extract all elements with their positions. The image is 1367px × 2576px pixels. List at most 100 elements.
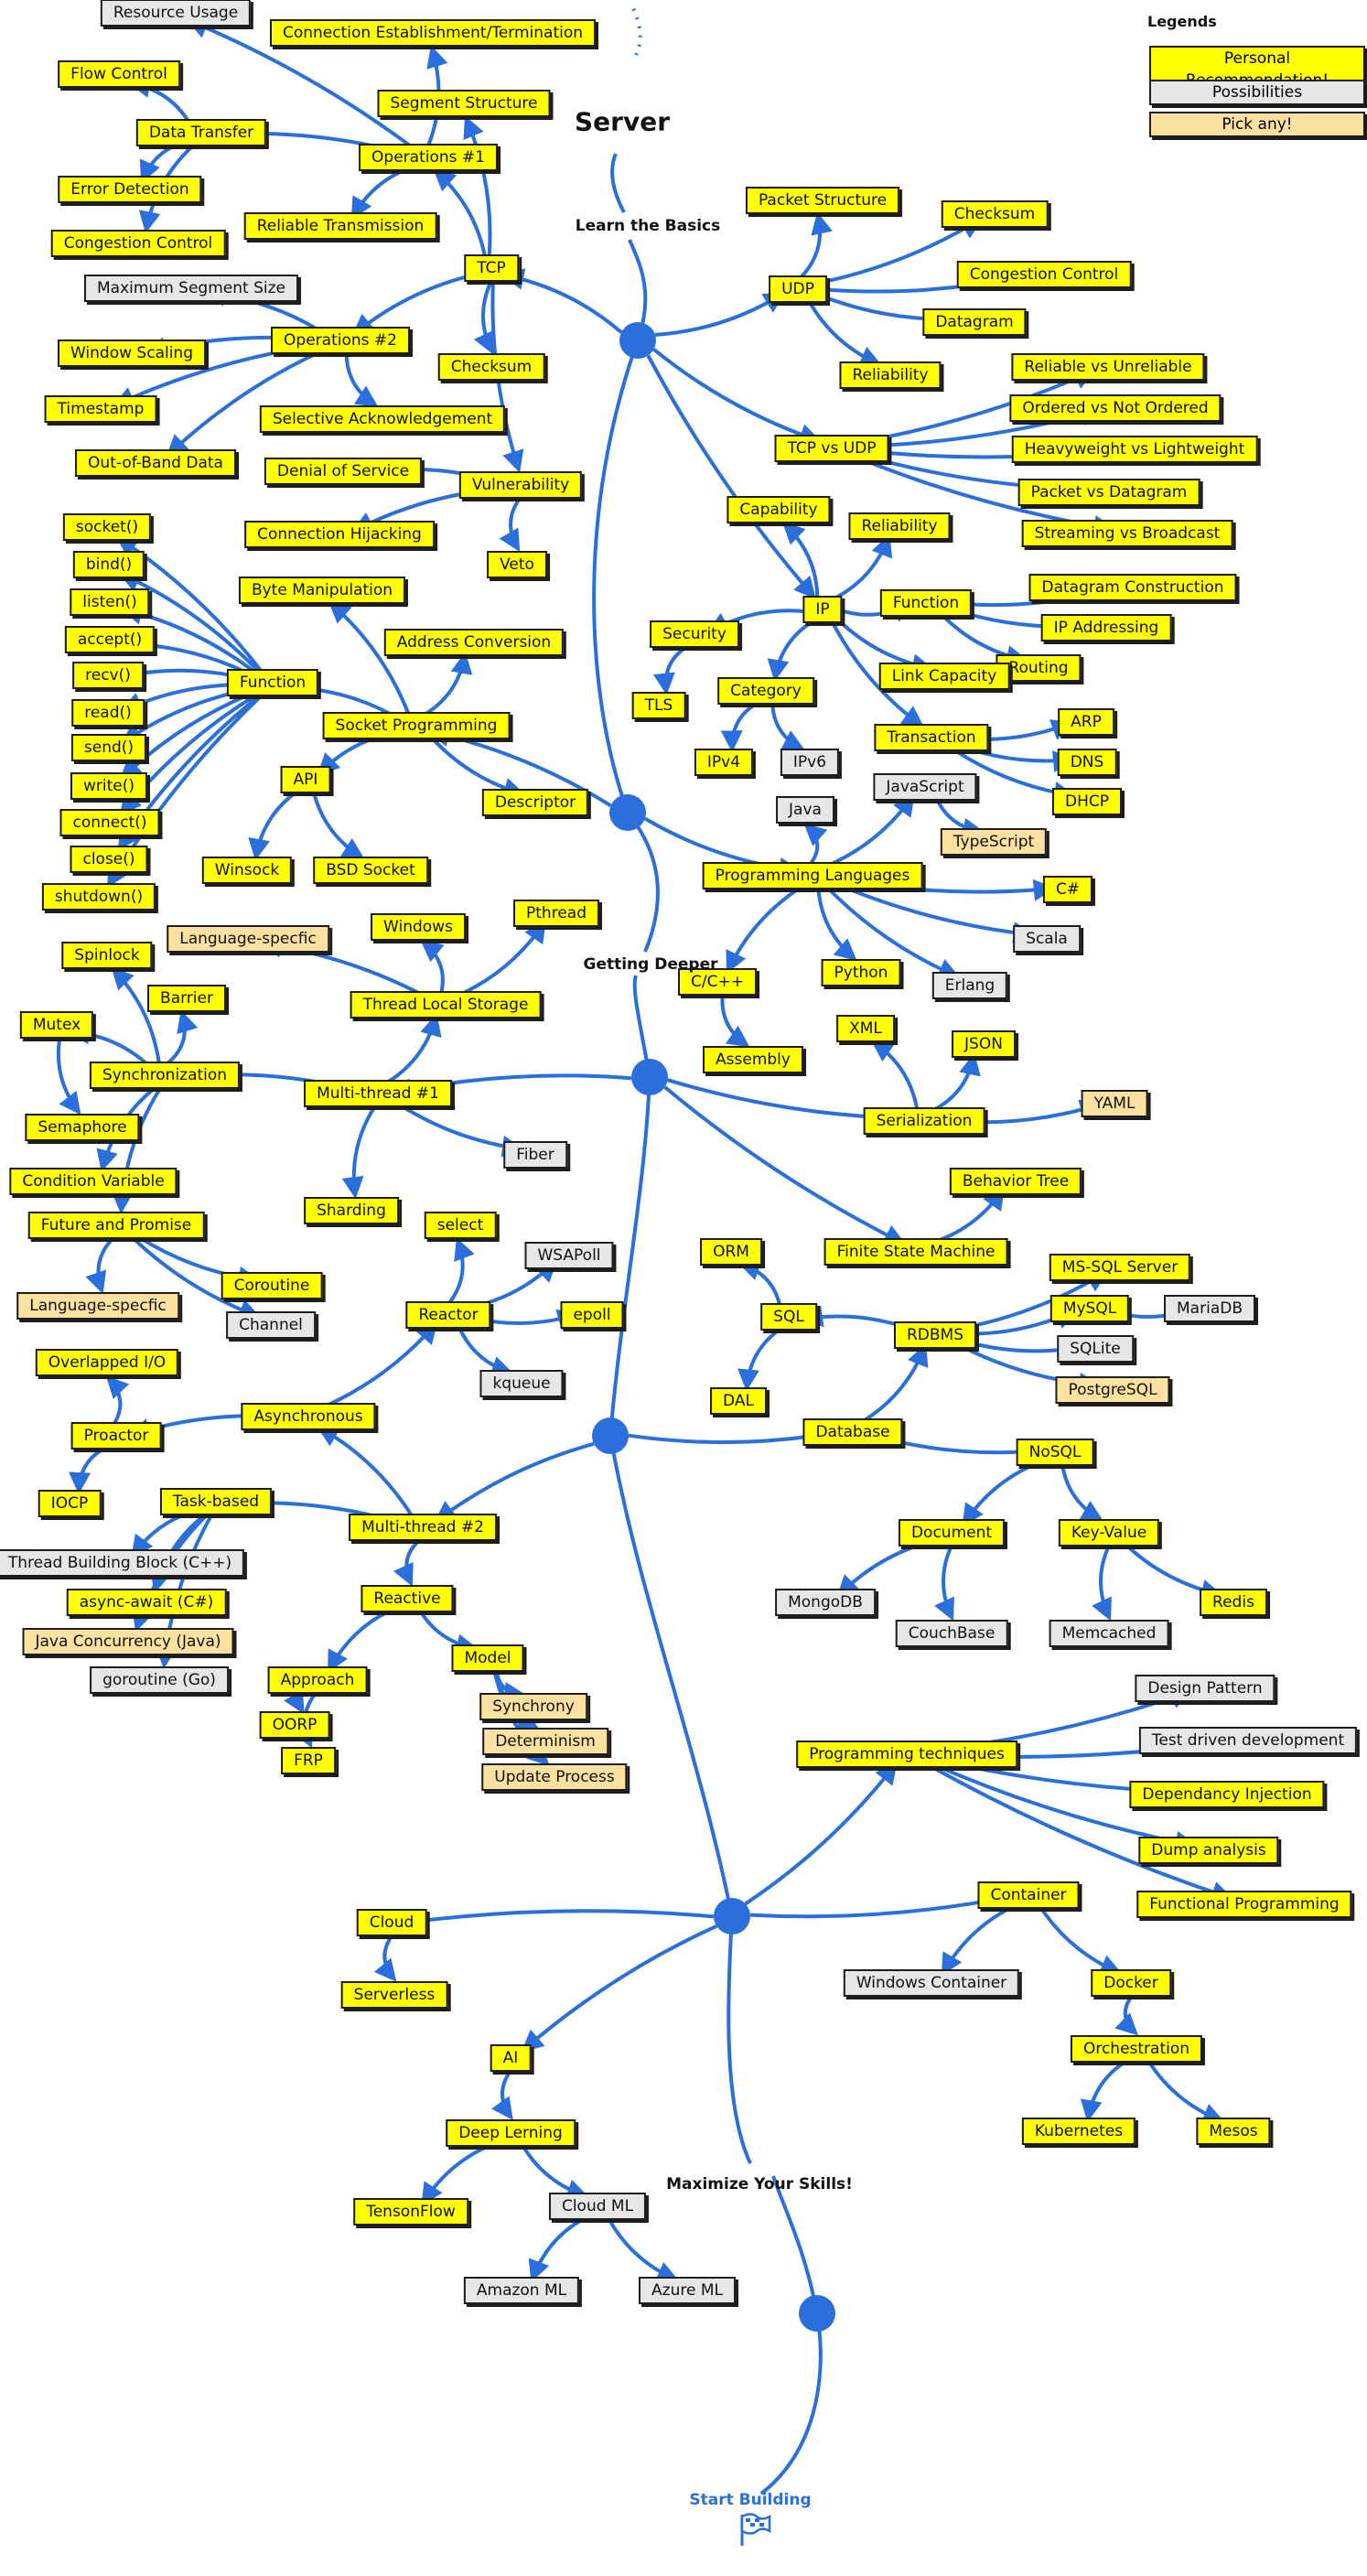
node-mutex[interactable]: Mutex xyxy=(19,1011,94,1039)
node-design-pattern[interactable]: Design Pattern xyxy=(1135,1675,1276,1702)
node-packet-structure[interactable]: Packet Structure xyxy=(745,187,900,214)
node-synchronization[interactable]: Synchronization xyxy=(89,1062,241,1089)
node-java-concurrency[interactable]: Java Concurrency (Java) xyxy=(22,1628,234,1655)
node-dns[interactable]: DNS xyxy=(1057,749,1117,776)
node-c-cpp[interactable]: C/C++ xyxy=(678,968,757,996)
node-capability[interactable]: Capability xyxy=(727,496,831,523)
node-frp[interactable]: FRP xyxy=(281,1747,336,1774)
node-segment-structure[interactable]: Segment Structure xyxy=(377,90,551,117)
node-determinism[interactable]: Determinism xyxy=(482,1728,608,1755)
node-fsm[interactable]: Finite State Machine xyxy=(823,1238,1008,1266)
node-approach[interactable]: Approach xyxy=(267,1666,368,1694)
node-heavy-light[interactable]: Heavyweight vs Lightweight xyxy=(1011,436,1258,463)
node-async-await[interactable]: async-await (C#) xyxy=(66,1589,227,1616)
node-bsd-socket[interactable]: BSD Socket xyxy=(313,857,428,884)
node-mysql[interactable]: MySQL xyxy=(1049,1295,1130,1322)
node-asynchronous[interactable]: Asynchronous xyxy=(241,1403,376,1430)
node-recv-fn[interactable]: recv() xyxy=(72,662,144,689)
node-ops1[interactable]: Operations #1 xyxy=(359,144,498,171)
node-ip[interactable]: IP xyxy=(802,596,843,623)
node-data-transfer[interactable]: Data Transfer xyxy=(135,119,267,146)
node-goroutine[interactable]: goroutine (Go) xyxy=(90,1666,229,1694)
node-error-detection[interactable]: Error Detection xyxy=(58,176,202,203)
node-addr-conv[interactable]: Address Conversion xyxy=(383,629,565,656)
node-update-process[interactable]: Update Process xyxy=(481,1763,628,1791)
node-security[interactable]: Security xyxy=(650,620,739,648)
node-category[interactable]: Category xyxy=(717,677,814,705)
node-database[interactable]: Database xyxy=(802,1418,903,1446)
node-language-specific-tls[interactable]: Language-specfic xyxy=(167,925,329,953)
node-windows-container[interactable]: Windows Container xyxy=(843,1969,1020,1997)
node-arp[interactable]: ARP xyxy=(1058,708,1114,736)
node-accept-fn[interactable]: accept() xyxy=(64,626,156,653)
node-select[interactable]: select xyxy=(424,1212,497,1239)
node-veto[interactable]: Veto xyxy=(487,551,547,578)
node-task-based[interactable]: Task-based xyxy=(159,1488,273,1515)
node-vulnerability[interactable]: Vulnerability xyxy=(458,471,583,499)
node-checksum-tcp[interactable]: Checksum xyxy=(437,353,545,381)
node-datagram-construction[interactable]: Datagram Construction xyxy=(1028,574,1237,601)
node-byte-manip[interactable]: Byte Manipulation xyxy=(238,577,406,604)
node-serverless[interactable]: Serverless xyxy=(340,1981,448,2009)
node-socket-prog[interactable]: Socket Programming xyxy=(322,712,511,739)
node-bind-fn[interactable]: bind() xyxy=(72,551,145,578)
node-connect-fn[interactable]: connect() xyxy=(59,809,160,836)
node-semaphore[interactable]: Semaphore xyxy=(25,1114,140,1141)
node-xml[interactable]: XML xyxy=(836,1015,895,1042)
node-scala[interactable]: Scala xyxy=(1013,925,1081,953)
node-mssql[interactable]: MS-SQL Server xyxy=(1049,1254,1191,1281)
node-erlang[interactable]: Erlang xyxy=(931,972,1008,999)
node-epoll[interactable]: epoll xyxy=(560,1301,624,1329)
node-api[interactable]: API xyxy=(280,766,331,793)
node-ipv4[interactable]: IPv4 xyxy=(694,749,754,776)
node-rel-vs-unrel[interactable]: Reliable vs Unreliable xyxy=(1011,353,1205,381)
node-udp[interactable]: UDP xyxy=(769,275,827,303)
node-listen-fn[interactable]: listen() xyxy=(70,588,150,616)
node-link-capacity[interactable]: Link Capacity xyxy=(878,663,1010,690)
node-wsapoll[interactable]: WSAPoll xyxy=(524,1242,614,1269)
node-amazon-ml[interactable]: Amazon ML xyxy=(463,2277,580,2304)
node-future-promise[interactable]: Future and Promise xyxy=(27,1212,205,1239)
node-socket-fn[interactable]: socket() xyxy=(62,513,152,541)
node-postgresql[interactable]: PostgreSQL xyxy=(1055,1376,1170,1404)
node-datagram[interactable]: Datagram xyxy=(922,308,1027,336)
node-prog-lang[interactable]: Programming Languages xyxy=(702,862,923,889)
node-multithread1[interactable]: Multi-thread #1 xyxy=(304,1080,452,1107)
node-reliability-ip[interactable]: Reliability xyxy=(848,512,951,540)
node-multithread2[interactable]: Multi-thread #2 xyxy=(349,1514,497,1541)
node-tensorflow[interactable]: TensonFlow xyxy=(353,2198,468,2226)
node-oob-data[interactable]: Out-of-Band Data xyxy=(75,449,236,477)
node-function-ip[interactable]: Function xyxy=(879,589,973,617)
node-kubernetes[interactable]: Kubernetes xyxy=(1021,2118,1136,2145)
node-tls[interactable]: TLS xyxy=(631,692,686,719)
node-overlapped-io[interactable]: Overlapped I/O xyxy=(35,1349,179,1376)
node-deep-learning[interactable]: Deep Lerning xyxy=(446,2119,576,2147)
node-rdbms[interactable]: RDBMS xyxy=(893,1321,977,1349)
node-write-fn[interactable]: write() xyxy=(70,772,148,800)
node-orchestration[interactable]: Orchestration xyxy=(1070,2035,1203,2063)
node-ipv6[interactable]: IPv6 xyxy=(780,749,840,776)
node-nosql[interactable]: NoSQL xyxy=(1016,1439,1094,1466)
node-function-socket[interactable]: Function xyxy=(226,669,319,696)
node-python[interactable]: Python xyxy=(821,959,901,986)
node-congestion-control-tcp[interactable]: Congestion Control xyxy=(50,230,226,257)
node-barrier[interactable]: Barrier xyxy=(147,985,226,1012)
node-stream-broadcast[interactable]: Streaming vs Broadcast xyxy=(1021,520,1233,547)
node-pthread[interactable]: Pthread xyxy=(513,900,599,927)
node-container[interactable]: Container xyxy=(977,1881,1080,1909)
node-ops2[interactable]: Operations #2 xyxy=(271,327,410,354)
node-language-specific-fp[interactable]: Language-specfic xyxy=(16,1292,179,1320)
node-kqueue[interactable]: kqueue xyxy=(479,1370,564,1397)
node-dal[interactable]: DAL xyxy=(710,1387,767,1415)
node-json[interactable]: JSON xyxy=(952,1030,1016,1058)
node-oorp[interactable]: OORP xyxy=(259,1711,330,1739)
node-javascript[interactable]: JavaScript xyxy=(873,773,977,801)
node-reactive[interactable]: Reactive xyxy=(361,1585,454,1612)
node-transaction[interactable]: Transaction xyxy=(874,724,989,751)
node-tbb[interactable]: Thread Building Block (C++) xyxy=(0,1549,245,1577)
node-mongodb[interactable]: MongoDB xyxy=(775,1589,876,1616)
node-mss[interactable]: Maximum Segment Size xyxy=(84,275,298,302)
node-packet-vs-datagram[interactable]: Packet vs Datagram xyxy=(1017,479,1200,506)
node-mesos[interactable]: Mesos xyxy=(1196,2118,1271,2145)
node-routing[interactable]: Routing xyxy=(996,654,1082,682)
